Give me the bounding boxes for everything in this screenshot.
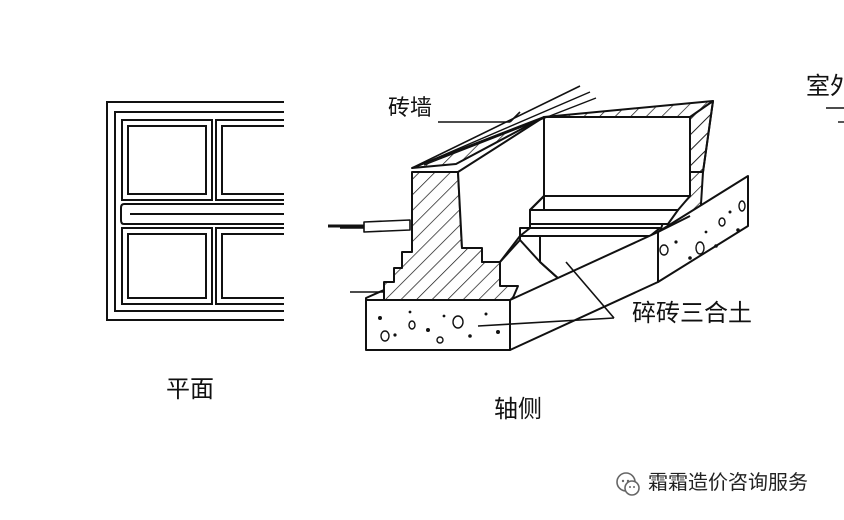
plan-view [106,101,284,321]
label-axonometric: 轴侧 [494,395,542,423]
label-plan: 平面 [166,375,214,403]
label-outdoor: 室外 [806,72,844,100]
watermark-icon-spacer [616,468,642,494]
axonometric-view [328,85,844,351]
leader-lines [438,111,615,327]
wechat-icon [616,472,640,496]
label-brick-concrete: 碎砖三合土 [632,299,752,327]
label-brick-wall: 砖墙 [388,96,433,121]
watermark: 霜霜造价咨询服务 [616,466,808,495]
watermark-text: 霜霜造价咨询服务 [648,470,808,494]
